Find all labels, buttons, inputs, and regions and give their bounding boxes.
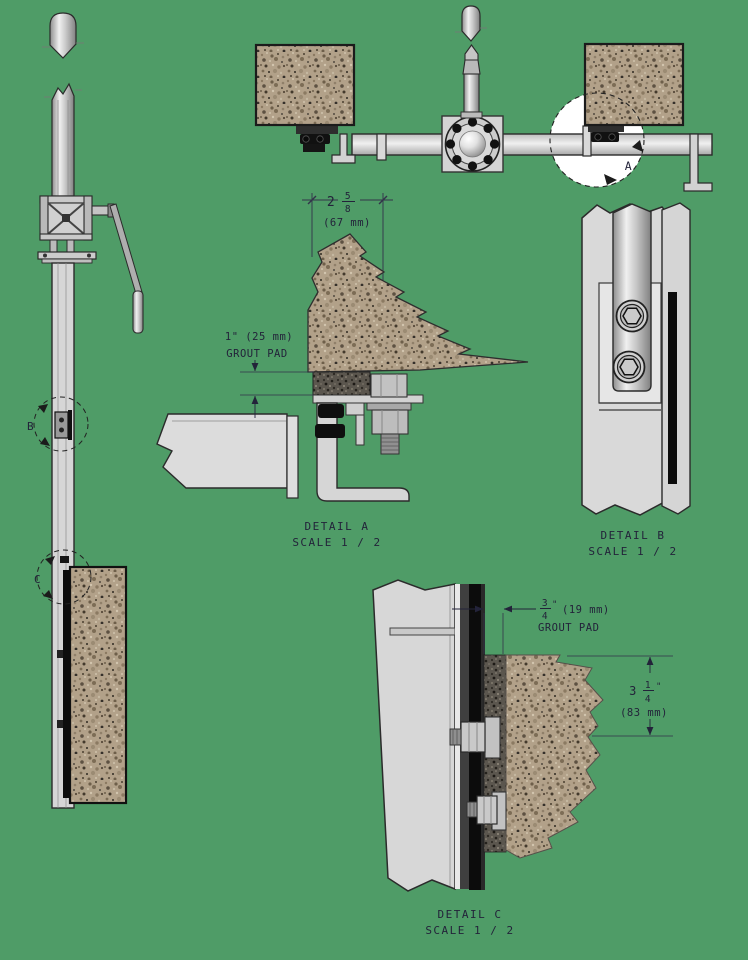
detail-a-title: DETAIL A bbox=[305, 520, 370, 533]
callout-arrow bbox=[45, 556, 55, 565]
detail-c-title: DETAIL C bbox=[438, 908, 503, 921]
detail-b: DETAIL B SCALE 1 / 2 bbox=[581, 202, 691, 558]
hex-bolt-head bbox=[619, 358, 639, 376]
detail-c-concrete bbox=[505, 654, 604, 859]
plan-hub bbox=[441, 115, 504, 173]
elevation-concrete-block bbox=[68, 565, 128, 805]
dim-whole: 3 bbox=[629, 684, 637, 698]
callout-arrow bbox=[632, 140, 643, 152]
grout-dim-line2: GROUT PAD bbox=[226, 348, 287, 360]
dim-metric: (83 mm) bbox=[620, 707, 668, 719]
hub-sphere bbox=[459, 130, 486, 158]
grout-pad-label: GROUT PAD bbox=[538, 622, 599, 634]
angle-bracket bbox=[683, 133, 713, 192]
detail-b-title: DETAIL B bbox=[601, 529, 666, 542]
gearbox bbox=[37, 195, 97, 264]
mast-cap bbox=[42, 12, 84, 59]
detail-a: 2 5 8 (67 mm) bbox=[156, 191, 529, 549]
detail-b-slide-bar bbox=[612, 203, 652, 392]
callout-b-letter: B bbox=[27, 420, 35, 433]
rubber-pad bbox=[315, 424, 345, 438]
rubber-pad bbox=[318, 404, 344, 418]
detail-a-grout-pad bbox=[312, 371, 371, 396]
elevation-view: B C bbox=[27, 12, 144, 809]
detail-b-label: DETAIL B SCALE 1 / 2 bbox=[588, 529, 677, 558]
detail-c-post-plate bbox=[372, 579, 456, 892]
grout-dim-line1: 1" (25 mm) bbox=[225, 331, 293, 343]
flange-bolts bbox=[445, 117, 500, 171]
detail-c-bolt-lower bbox=[466, 791, 507, 831]
detail-a-hook-clip bbox=[345, 402, 365, 446]
callout-b: B bbox=[27, 396, 89, 452]
detail-c-height-dimension: 3 1 4 " (83 mm) bbox=[567, 655, 673, 737]
detail-b-hardware bbox=[54, 410, 72, 440]
detail-a-anchor-bolt bbox=[366, 373, 412, 455]
plan-rod bbox=[455, 5, 487, 119]
dim-unit: " bbox=[552, 600, 558, 610]
detail-b-bolt-lower bbox=[612, 350, 646, 384]
rod-cap bbox=[461, 5, 481, 42]
plan-view: A bbox=[254, 5, 713, 192]
elevation-mount-strip bbox=[57, 556, 70, 798]
crank-grip bbox=[132, 290, 144, 334]
callout-arrow bbox=[43, 590, 53, 599]
detail-c-label: DETAIL C SCALE 1 / 2 bbox=[425, 908, 514, 937]
callout-arrow bbox=[604, 174, 617, 185]
callout-arrow bbox=[38, 404, 48, 413]
dim-metric: (19 mm) bbox=[562, 604, 610, 616]
detail-a-grout-dimension: 1" (25 mm) GROUT PAD bbox=[225, 331, 314, 418]
dim-denominator: 4 bbox=[645, 694, 651, 705]
detail-a-scale: SCALE 1 / 2 bbox=[292, 536, 381, 549]
detail-c-bolt-upper bbox=[449, 716, 501, 759]
dim-metric: (67 mm) bbox=[323, 217, 371, 229]
detail-a-width-label: 2 5 8 (67 mm) bbox=[323, 191, 371, 229]
detail-b-rubber-strip bbox=[668, 292, 677, 484]
plate-slot bbox=[389, 627, 456, 636]
dim-numerator: 1 bbox=[645, 680, 651, 691]
dim-denominator: 8 bbox=[345, 204, 351, 215]
hex-bolt-head bbox=[622, 307, 642, 325]
crank-handle bbox=[91, 203, 144, 334]
dim-unit: " bbox=[656, 682, 662, 692]
dim-denominator: 4 bbox=[542, 611, 548, 622]
callout-c-letter: C bbox=[34, 573, 42, 586]
detail-b-scale: SCALE 1 / 2 bbox=[588, 545, 677, 558]
detail-a-label: DETAIL A SCALE 1 / 2 bbox=[292, 520, 381, 549]
callout-c: C bbox=[34, 549, 92, 605]
callout-a-letter: A bbox=[625, 159, 633, 173]
detail-a-concrete bbox=[307, 233, 529, 373]
detail-c-grout-dimension: 3 4 " (19 mm) GROUT PAD bbox=[452, 598, 610, 654]
plan-concrete-right bbox=[583, 42, 685, 127]
plan-concrete-left bbox=[254, 43, 356, 127]
detail-c: 3 4 " (19 mm) GROUT PAD 3 1 4 " (83 mm) … bbox=[372, 579, 673, 937]
detail-a-beam bbox=[156, 413, 299, 499]
mast-upper bbox=[44, 82, 82, 197]
detail-c-scale: SCALE 1 / 2 bbox=[425, 924, 514, 937]
plan-beam-left bbox=[351, 133, 445, 156]
angle-bracket bbox=[331, 133, 356, 164]
detail-b-bolt-upper bbox=[615, 299, 649, 333]
dim-whole: 2 bbox=[327, 195, 335, 210]
dim-numerator: 5 bbox=[345, 191, 351, 202]
callout-arrow bbox=[40, 437, 50, 446]
callout-a: A bbox=[549, 92, 645, 188]
plan-clamp-right bbox=[582, 124, 713, 192]
plan-clamp-left bbox=[296, 126, 387, 164]
dim-numerator: 3 bbox=[542, 598, 548, 609]
